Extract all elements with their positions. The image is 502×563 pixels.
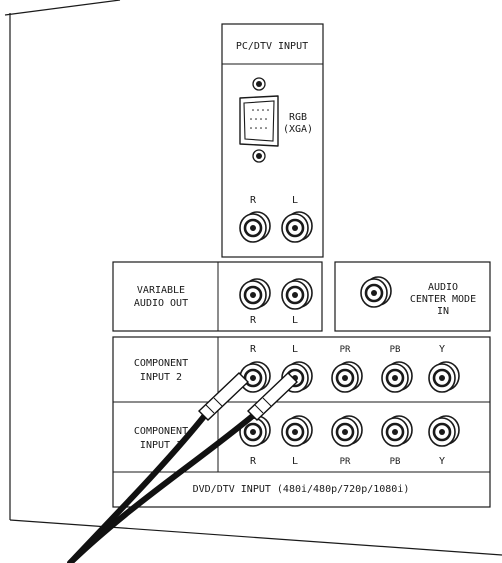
rca-plug-right <box>246 372 299 421</box>
component1-pb-jack[interactable] <box>381 415 413 447</box>
component1-footer-pr: PR <box>340 457 351 467</box>
rgb-label: RGB <box>289 112 307 123</box>
component2-header-y: Y <box>439 344 445 355</box>
component2-pr-jack[interactable] <box>331 361 363 393</box>
variable-audio-l-jack[interactable] <box>281 278 313 310</box>
rca-cables <box>67 372 299 563</box>
component2-pb-jack[interactable] <box>381 361 413 393</box>
component1-footer-y: Y <box>439 456 445 467</box>
component1-label-1: COMPONENT <box>134 426 188 437</box>
component1-footer-r: R <box>250 456 257 467</box>
audio-center-label-2: CENTER MODE <box>410 294 476 305</box>
rca-jacks <box>239 211 460 447</box>
component1-l-jack[interactable] <box>281 415 313 447</box>
component2-header-pb: PB <box>390 345 401 355</box>
audio-center-mode-panel: AUDIO CENTER MODE IN <box>334 261 491 332</box>
xga-label: (XGA) <box>283 124 313 135</box>
pc-audio-l-jack[interactable] <box>281 211 313 243</box>
variable-audio-r-label: R <box>250 315 257 326</box>
screw-top-icon <box>252 77 266 91</box>
component2-y-jack[interactable] <box>428 361 460 393</box>
pc-audio-r-jack[interactable] <box>239 211 271 243</box>
component1-label-2: INPUT 1 <box>140 440 182 451</box>
pc-audio-l-label: L <box>292 195 298 206</box>
component2-label-2: INPUT 2 <box>140 372 182 383</box>
variable-audio-label-1: VARIABLE <box>137 285 185 296</box>
component1-footer-pb: PB <box>390 457 401 467</box>
variable-audio-label-2: AUDIO OUT <box>134 298 188 309</box>
variable-audio-r-jack[interactable] <box>239 278 271 310</box>
screw-bottom-icon <box>252 149 266 163</box>
component2-r-jack[interactable] <box>239 361 271 393</box>
component1-footer-l: L <box>292 456 298 467</box>
rca-plug-left <box>197 372 250 421</box>
tv-housing <box>4 0 502 556</box>
audio-center-label-3: IN <box>437 306 449 317</box>
component2-label-1: COMPONENT <box>134 358 188 369</box>
pc-audio-r-label: R <box>250 195 257 206</box>
pc-panel-title: PC/DTV INPUT <box>236 41 308 52</box>
dvd-dtv-input-label: DVD/DTV INPUT (480i/480p/720p/1080i) <box>193 484 410 495</box>
audio-center-label-1: AUDIO <box>428 282 458 293</box>
component2-header-r: R <box>250 344 257 355</box>
audio-center-in-jack[interactable] <box>360 276 392 308</box>
component2-header-l: L <box>292 344 298 355</box>
component1-pr-jack[interactable] <box>331 415 363 447</box>
component2-header-pr: PR <box>340 345 351 355</box>
variable-audio-l-label: L <box>292 315 298 326</box>
component1-y-jack[interactable] <box>428 415 460 447</box>
vga-rgb-port[interactable] <box>239 95 279 147</box>
